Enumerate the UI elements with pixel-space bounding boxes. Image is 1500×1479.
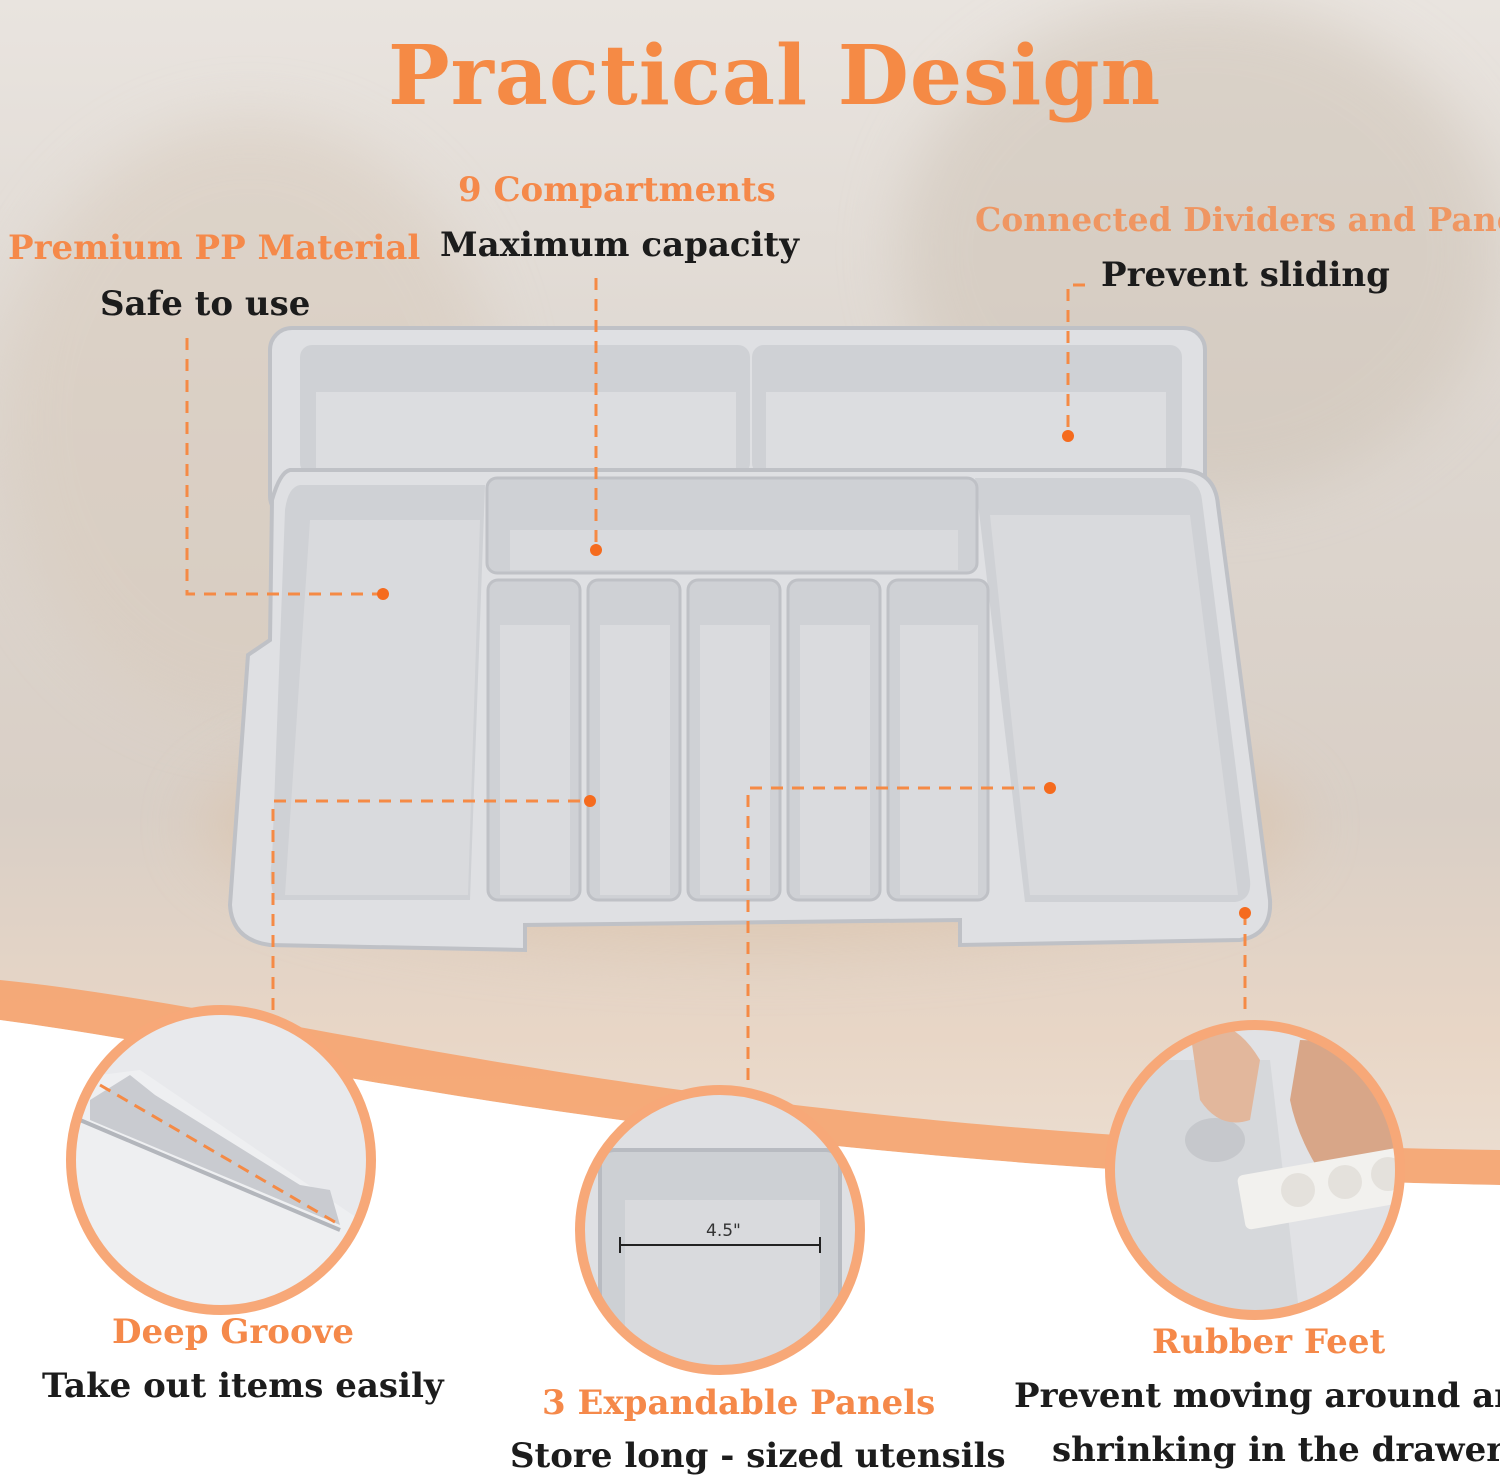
feature-subtext-premium-pp: Safe to use xyxy=(100,284,311,324)
expandable-panels-zoom xyxy=(575,1085,865,1375)
rubber-feet-zoom xyxy=(1105,1020,1405,1320)
leader-deep-groove xyxy=(271,799,590,1010)
deep-groove-zoom xyxy=(66,1005,376,1315)
feature-heading-dividers: Connected Dividers and Panel xyxy=(975,200,1500,239)
feature-heading-expandable: 3 Expandable Panels xyxy=(542,1383,936,1423)
leader-expandable xyxy=(746,786,1050,1080)
feature-heading-rubber-feet: Rubber Feet xyxy=(1152,1322,1386,1362)
feature-subtext-expandable: Store long - sized utensils xyxy=(510,1436,1006,1476)
feature-subtext-compartments: Maximum capacity xyxy=(440,225,799,265)
feature-subtext-deep-groove: Take out items easily xyxy=(42,1366,444,1406)
feature-subtext-dividers: Prevent sliding xyxy=(1101,255,1390,295)
measurement-label: 4.5" xyxy=(706,1221,741,1241)
feature-heading-deep-groove: Deep Groove xyxy=(112,1312,355,1352)
leader-dots xyxy=(377,430,1251,919)
feature-subtext-rubber-feet-line2: shrinking in the drawer xyxy=(1052,1430,1500,1470)
feature-subtext-rubber-feet-line1: Prevent moving around and xyxy=(1014,1376,1500,1416)
leader-dividers xyxy=(1066,283,1085,436)
leader-premium xyxy=(185,338,383,596)
leader-lines xyxy=(185,278,1247,1080)
feature-heading-compartments: 9 Compartments xyxy=(458,170,776,210)
feature-heading-premium-pp: Premium PP Material xyxy=(8,228,421,268)
page-title: Practical Design xyxy=(388,28,1162,124)
